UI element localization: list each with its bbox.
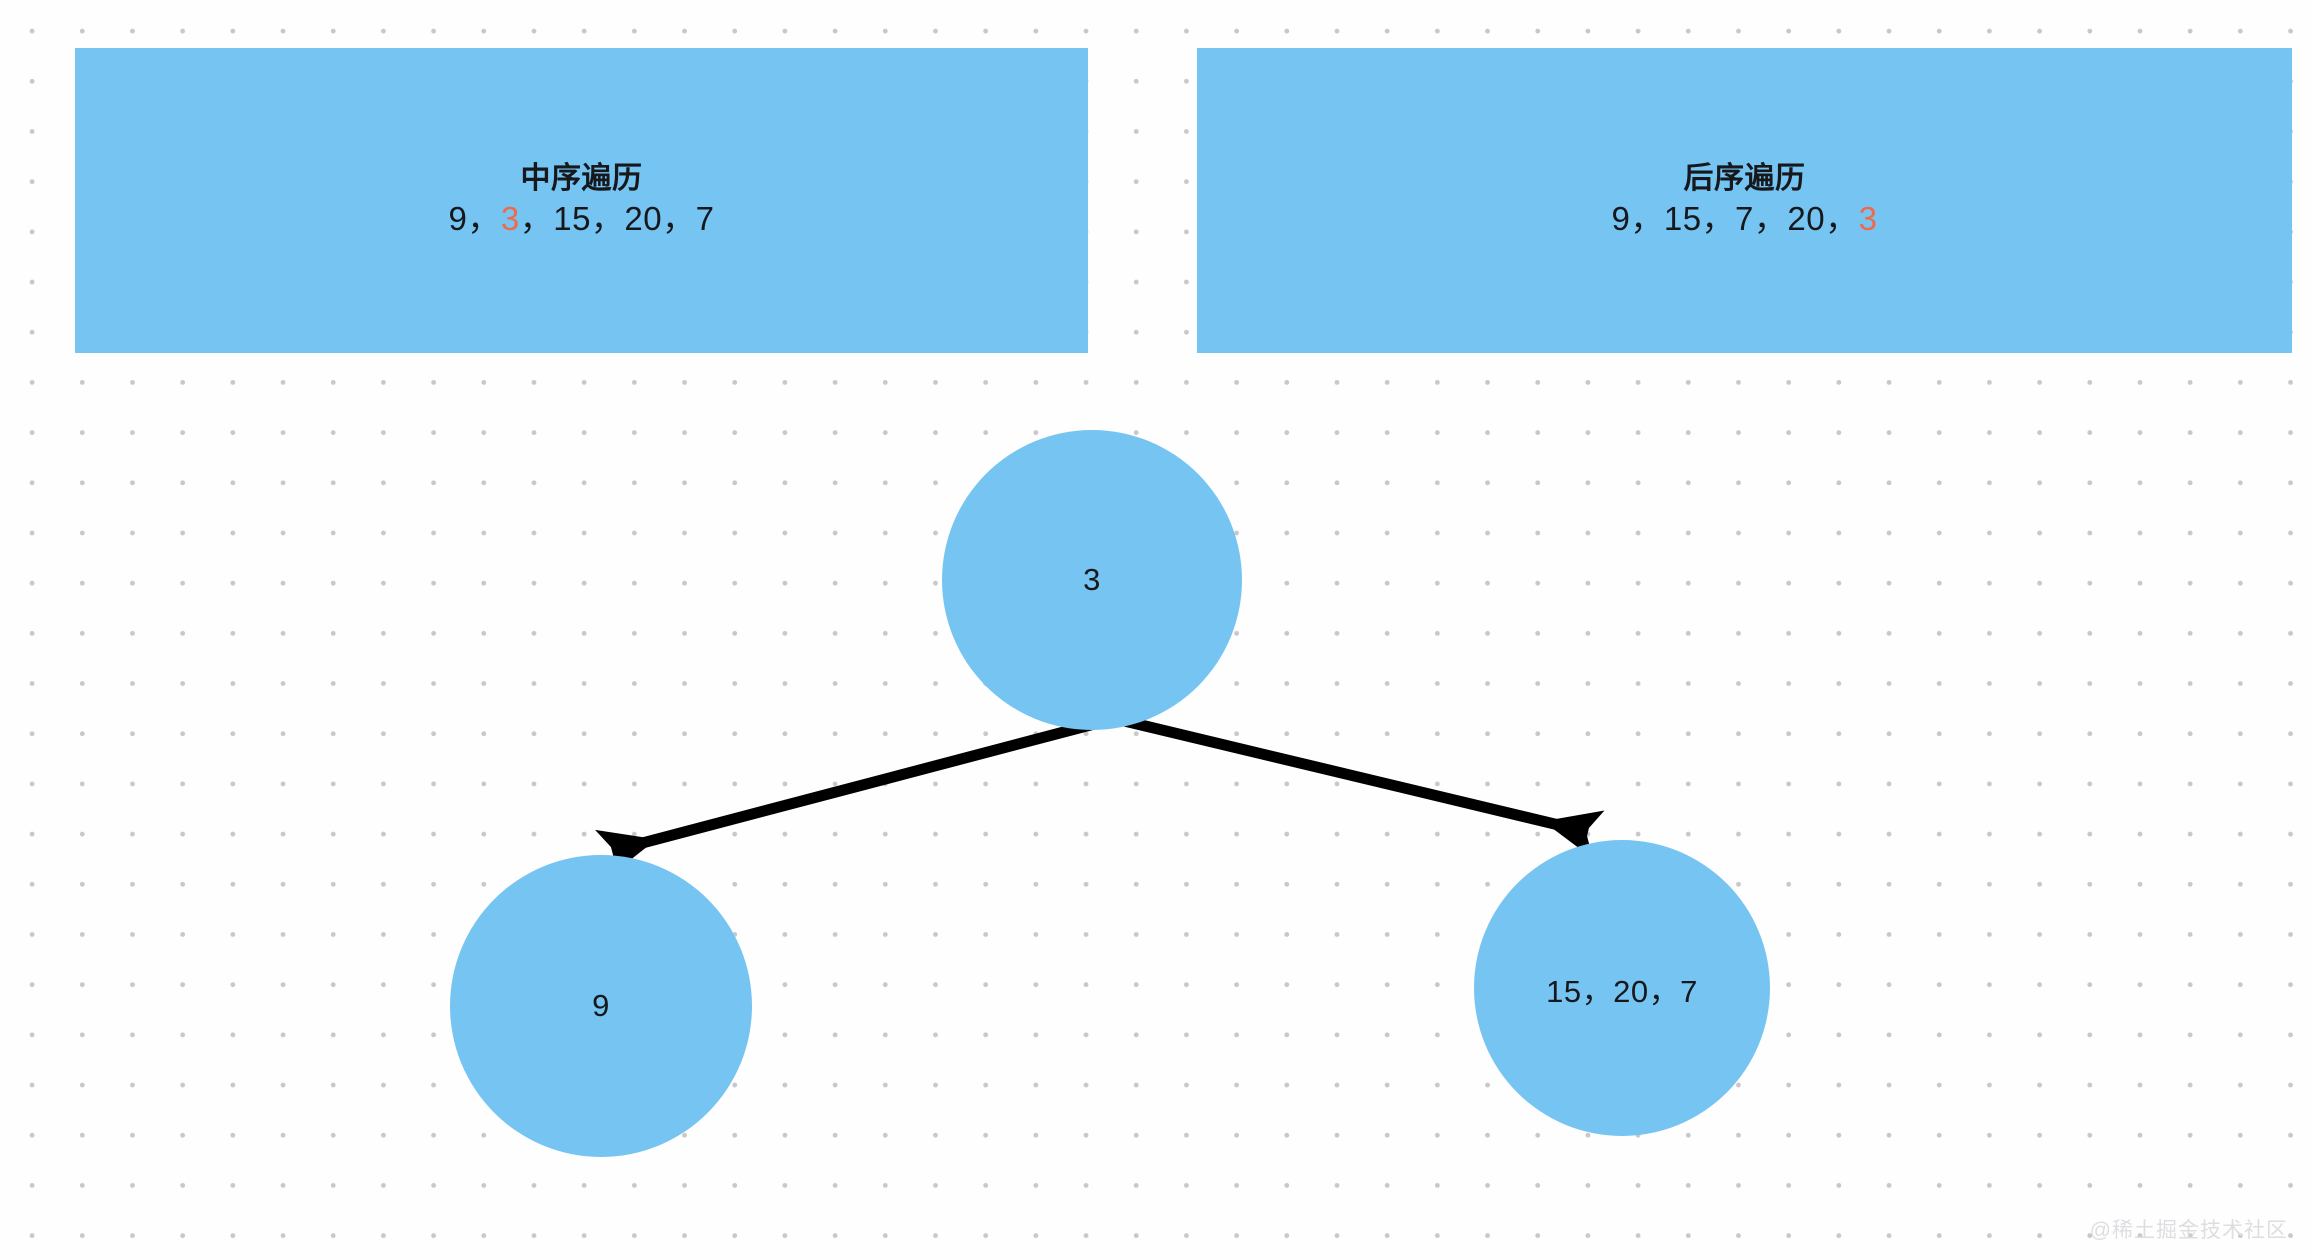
inorder-sequence-suffix: ，15，20，7	[519, 200, 715, 238]
tree-node-root[interactable]: 3	[942, 430, 1242, 730]
postorder-sequence: 9，15，7，20，3	[1612, 196, 1878, 243]
inorder-sequence-prefix: 9，	[448, 200, 501, 238]
inorder-sequence-highlight: 3	[500, 200, 520, 238]
edge-root-to-right	[1089, 707, 1605, 859]
inorder-panel-title: 中序遍历	[520, 162, 643, 195]
tree-node-root-label: 3	[1083, 562, 1101, 597]
watermark: @稀土掘金技术社区	[2089, 1219, 2288, 1242]
postorder-sequence-highlight: 3	[1858, 200, 1878, 238]
tree-node-right-child[interactable]: 15，20，7	[1474, 840, 1770, 1136]
inorder-sequence: 9，3，15，20，7	[449, 196, 715, 243]
postorder-sequence-prefix: 9，15，7，20，	[1611, 200, 1859, 238]
edge-root-to-left	[595, 717, 1100, 878]
postorder-panel-title: 后序遍历	[1683, 162, 1806, 195]
inorder-traversal-panel: 中序遍历 9，3，15，20，7	[75, 48, 1088, 353]
postorder-traversal-panel: 后序遍历 9，15，7，20，3	[1197, 48, 2292, 353]
tree-node-left-child-label: 9	[592, 988, 610, 1023]
tree-node-left-child[interactable]: 9	[450, 855, 752, 1157]
tree-node-right-child-label: 15，20，7	[1546, 973, 1698, 1009]
